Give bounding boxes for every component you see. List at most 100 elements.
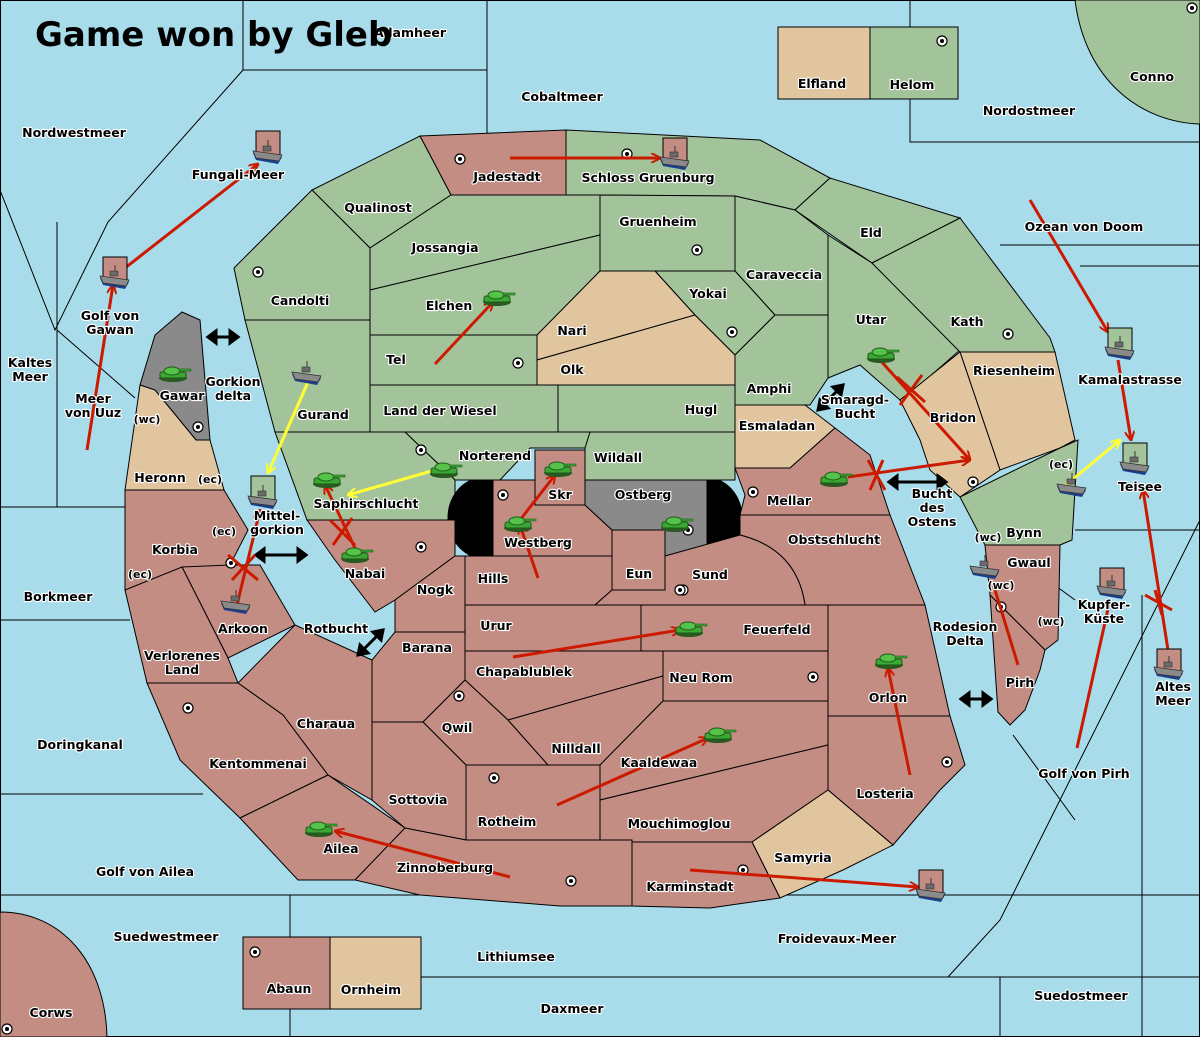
region-label-land-der-wiesel: Land der Wiesel bbox=[383, 403, 496, 418]
supply-center-icon bbox=[415, 541, 427, 553]
region-label-caraveccia: Caraveccia bbox=[746, 267, 822, 282]
sea-label-cobaltmeer: Cobaltmeer bbox=[521, 89, 603, 104]
region-label-amphi: Amphi bbox=[747, 381, 792, 396]
region-label-elchen: Elchen bbox=[426, 298, 473, 313]
region-nogk[interactable] bbox=[394, 555, 466, 633]
sea-label-rotbucht: Rotbucht bbox=[304, 621, 368, 636]
region-label-arkoon: Arkoon bbox=[218, 621, 268, 636]
double-arrow-icon bbox=[253, 546, 309, 564]
region-label-rotheim: Rotheim bbox=[478, 814, 537, 829]
order-move bbox=[847, 460, 970, 479]
region-label-ailea: Ailea bbox=[323, 841, 358, 856]
coast-label: (ec) bbox=[1049, 458, 1073, 471]
impassable-west bbox=[447, 480, 493, 556]
region-eun[interactable] bbox=[611, 529, 666, 591]
region-ornheim[interactable] bbox=[329, 936, 422, 1010]
sea-label-golf-von-ailea: Golf von Ailea bbox=[96, 864, 194, 879]
supply-center-icon bbox=[249, 946, 261, 958]
region-conno[interactable] bbox=[1074, 0, 1200, 125]
region-kath[interactable] bbox=[871, 217, 1056, 353]
supply-center-icon bbox=[415, 444, 427, 456]
supply-center-icon bbox=[941, 756, 953, 768]
order-move bbox=[335, 831, 511, 879]
order-move bbox=[878, 358, 970, 460]
region-label-gwaul: Gwaul bbox=[1007, 555, 1050, 570]
order-move bbox=[1065, 440, 1120, 487]
region-corws[interactable] bbox=[0, 911, 108, 1037]
region-label-qualinost: Qualinost bbox=[344, 200, 411, 215]
supply-center-icon bbox=[497, 489, 509, 501]
supply-center-icon bbox=[252, 266, 264, 278]
region-mellar[interactable] bbox=[734, 427, 891, 516]
supply-center-icon bbox=[453, 690, 465, 702]
coast-label: (ec) bbox=[128, 568, 152, 581]
coast-label: (ec) bbox=[198, 473, 222, 486]
game-result-title: Game won by Gleb bbox=[35, 15, 392, 55]
orders bbox=[85, 158, 1173, 887]
double-arrow-icon bbox=[205, 328, 241, 346]
region-gwaul[interactable] bbox=[984, 544, 1061, 651]
order-move bbox=[1028, 199, 1108, 332]
sea-label-borkmeer: Borkmeer bbox=[24, 589, 94, 604]
sea-label-teisee: Teisee bbox=[1118, 479, 1162, 494]
region-label-feuerfeld: Feuerfeld bbox=[743, 622, 810, 637]
supply-center-icon bbox=[454, 153, 466, 165]
supply-center-icon bbox=[691, 244, 703, 256]
region-label-jadestadt: Jadestadt bbox=[472, 169, 540, 184]
region-gruenheim[interactable] bbox=[599, 194, 736, 272]
order-move bbox=[1116, 359, 1131, 440]
order-move bbox=[518, 475, 555, 521]
region-label-utar: Utar bbox=[856, 312, 888, 327]
region-label-barana: Barana bbox=[402, 640, 452, 655]
sea-label-ozean-von-doom: Ozean von Doom bbox=[1025, 219, 1144, 234]
region-korbia[interactable] bbox=[124, 489, 249, 591]
supply-center-icon bbox=[747, 486, 759, 498]
order-move bbox=[689, 868, 918, 887]
region-label-neu-rom: Neu Rom bbox=[669, 670, 732, 685]
sea-label-lithiumsee: Lithiumsee bbox=[477, 949, 555, 964]
failed-order-icon bbox=[896, 374, 926, 406]
region-label-zinnoberburg: Zinnoberburg bbox=[397, 860, 493, 875]
region-label-chapablublek: Chapablublek bbox=[476, 664, 573, 679]
region-helom[interactable] bbox=[869, 26, 959, 100]
supply-center-icon bbox=[512, 357, 524, 369]
supply-center-icon bbox=[936, 35, 948, 47]
region-label-abaun: Abaun bbox=[267, 981, 312, 996]
region-label-schloss-gruenburg: Schloss Gruenburg bbox=[581, 170, 714, 185]
double-arrow-icon bbox=[958, 690, 994, 708]
region-label-losteria: Losteria bbox=[856, 786, 913, 801]
supply-center-icon bbox=[1186, 2, 1198, 14]
region-label-hills: Hills bbox=[478, 571, 509, 586]
sea-label-golf-von-pirh: Golf von Pirh bbox=[1038, 766, 1129, 781]
passage-arrows bbox=[205, 328, 994, 708]
order-move bbox=[433, 302, 493, 366]
region-verlorenes-land[interactable] bbox=[124, 566, 239, 684]
region-label-eld: Eld bbox=[860, 225, 882, 240]
order-move bbox=[85, 285, 113, 451]
region-label-gurand: Gurand bbox=[297, 407, 349, 422]
coast-label: (wc) bbox=[988, 579, 1015, 592]
region-label-corws: Corws bbox=[30, 1005, 73, 1020]
supply-center-icon bbox=[674, 584, 686, 596]
region-label-skr: Skr bbox=[548, 487, 572, 502]
sea-label-adamheer: Adamheer bbox=[374, 25, 447, 40]
region-label-nilldall: Nilldall bbox=[551, 741, 600, 756]
region-label-westberg: Westberg bbox=[504, 535, 572, 550]
region-karminstadt[interactable] bbox=[631, 841, 781, 909]
region-labels: AdamheerCobaltmeerNordwestmeerFungali-Me… bbox=[7, 24, 1193, 1021]
sea-label-fungali-meer: Fungali-Meer bbox=[192, 167, 285, 182]
region-label-riesenheim: Riesenheim bbox=[973, 363, 1055, 378]
order-move bbox=[235, 510, 260, 606]
region-label-urur: Urur bbox=[480, 618, 512, 633]
order-move bbox=[348, 468, 436, 495]
region-label-gawar: Gawar bbox=[160, 388, 206, 403]
region-label-karminstadt: Karminstadt bbox=[646, 879, 733, 894]
region-label-nogk: Nogk bbox=[417, 582, 454, 597]
sea-label-nordostmeer: Nordostmeer bbox=[983, 103, 1076, 118]
